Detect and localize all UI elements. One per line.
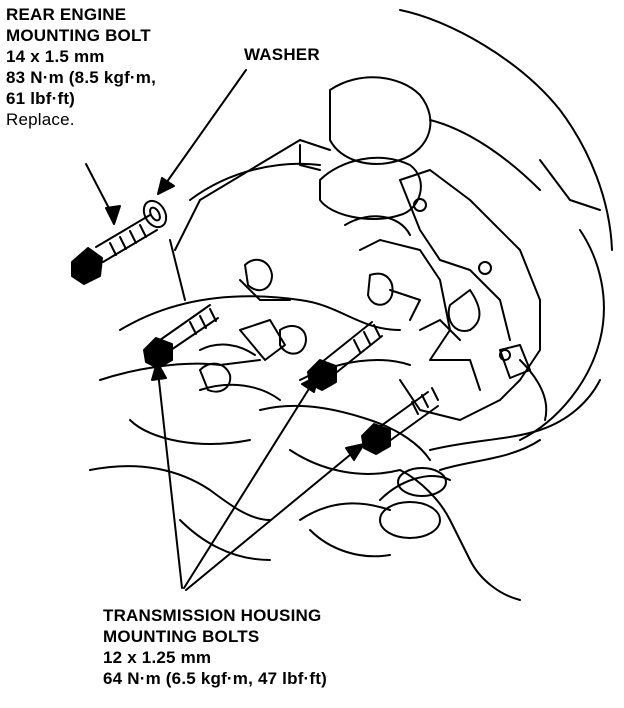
rear-engine-bolt-size: 14 x 1.5 mm bbox=[6, 47, 105, 66]
arrow-trans-2 bbox=[183, 383, 313, 589]
transmission-bolts-torque: 64 N·m (6.5 kgf·m, 47 lbf·ft) bbox=[103, 669, 327, 688]
transmission-bolts-name-2: MOUNTING BOLTS bbox=[103, 627, 260, 646]
rear-engine-bolt-name-2: MOUNTING BOLT bbox=[6, 26, 151, 45]
rear-engine-bolt-torque-1: 83 N·m (8.5 kgf·m, bbox=[6, 68, 157, 87]
washer-callout: WASHER bbox=[244, 44, 320, 65]
housing-outline bbox=[119, 9, 613, 451]
rear-engine-bolt-name-1: REAR ENGINE bbox=[6, 5, 127, 24]
transmission-bolt-lower-drawing bbox=[361, 387, 439, 455]
transmission-bolts-size: 12 x 1.25 mm bbox=[103, 648, 212, 667]
rear-engine-bolt-torque-2: 61 lbf·ft) bbox=[6, 89, 76, 108]
arrow-trans-3 bbox=[185, 449, 357, 591]
transmission-bolts-name-1: TRANSMISSION HOUSING bbox=[103, 606, 322, 625]
engine-lower-body bbox=[89, 258, 541, 601]
rear-engine-bolt-drawing bbox=[71, 199, 168, 285]
transmission-bolt-middle-drawing bbox=[307, 321, 383, 391]
arrow-washer bbox=[163, 69, 247, 187]
leader-arrows bbox=[85, 69, 365, 591]
arrow-trans-1 bbox=[157, 371, 183, 589]
transmission-bolt-upper-drawing bbox=[143, 304, 219, 369]
rear-engine-bolt-callout: REAR ENGINE MOUNTING BOLT 14 x 1.5 mm 83… bbox=[6, 4, 156, 130]
transmission-bolts-callout: TRANSMISSION HOUSING MOUNTING BOLTS 12 x… bbox=[103, 605, 327, 689]
washer-label: WASHER bbox=[244, 45, 320, 64]
rear-engine-bolt-note: Replace. bbox=[6, 110, 75, 129]
